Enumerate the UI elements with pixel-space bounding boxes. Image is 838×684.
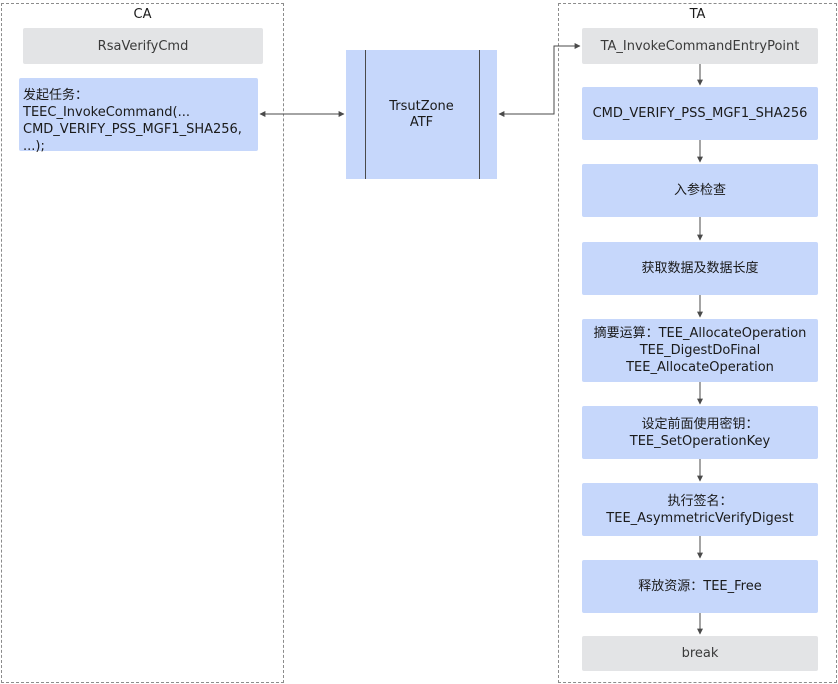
ca-task-box: 发起任务：TEEC_InvokeCommand(... CMD_VERIFY_P… (19, 78, 258, 154)
ta-step-line: 设定前面使用密钥： (641, 416, 759, 432)
ta-break-box: break (582, 636, 818, 671)
ta-step-get-data: 获取数据及数据长度 (582, 242, 818, 295)
ta-step-line: CMD_VERIFY_PSS_MGF1_SHA256 (592, 106, 808, 121)
trustzone-label: TrsutZone (389, 98, 454, 114)
trustzone-right-divider (479, 50, 480, 179)
ta-entry-box: TA_InvokeCommandEntryPoint (582, 28, 818, 64)
ta-step-line: TEE_DigestDoFinal (639, 343, 761, 358)
ta-step-line: TEE_AllocateOperation (626, 360, 774, 375)
ta-step-digest: 摘要运算：TEE_AllocateOperation TEE_DigestDoF… (582, 319, 818, 382)
ta-step-line: 执行签名： (667, 493, 733, 509)
ta-step-verify-cmd: CMD_VERIFY_PSS_MGF1_SHA256 (582, 87, 818, 140)
ca-cmd-box: RsaVerifyCmd (23, 28, 263, 64)
ca-lane-title: CA (133, 7, 152, 22)
tz-ta-connector (498, 43, 581, 117)
ta-step-line: 获取数据及数据长度 (641, 261, 759, 276)
ta-lane-title: TA (689, 7, 706, 22)
trustzone-box: TrsutZone ATF (346, 50, 497, 179)
ta-break-label: break (681, 646, 719, 661)
ta-step-line: 摘要运算：TEE_AllocateOperation (593, 326, 807, 341)
ta-entry-label: TA_InvokeCommandEntryPoint (600, 38, 800, 54)
ca-task-line: ...); (23, 139, 45, 154)
ca-cmd-label: RsaVerifyCmd (97, 38, 189, 54)
ca-task-line: 发起任务：TEEC_InvokeCommand(... (23, 88, 191, 120)
ta-step-line: TEE_SetOperationKey (629, 433, 771, 449)
ta-step-param-check: 入参检查 (582, 164, 818, 217)
ta-step-line: TEE_AsymmetricVerifyDigest (606, 510, 794, 526)
atf-label: ATF (409, 114, 434, 130)
ta-step-line: 入参检查 (673, 183, 726, 198)
trustzone-left-divider (365, 50, 366, 179)
ta-step-set-key: 设定前面使用密钥： TEE_SetOperationKey (582, 406, 818, 459)
ca-task-line: CMD_VERIFY_PSS_MGF1_SHA256, (23, 122, 242, 137)
ca-lane (1, 3, 284, 683)
ta-lane (558, 3, 837, 683)
ta-step-verify: 执行签名： TEE_AsymmetricVerifyDigest (582, 483, 818, 536)
ta-step-free: 释放资源：TEE_Free (582, 560, 818, 613)
ta-step-line: 释放资源：TEE_Free (638, 579, 762, 594)
